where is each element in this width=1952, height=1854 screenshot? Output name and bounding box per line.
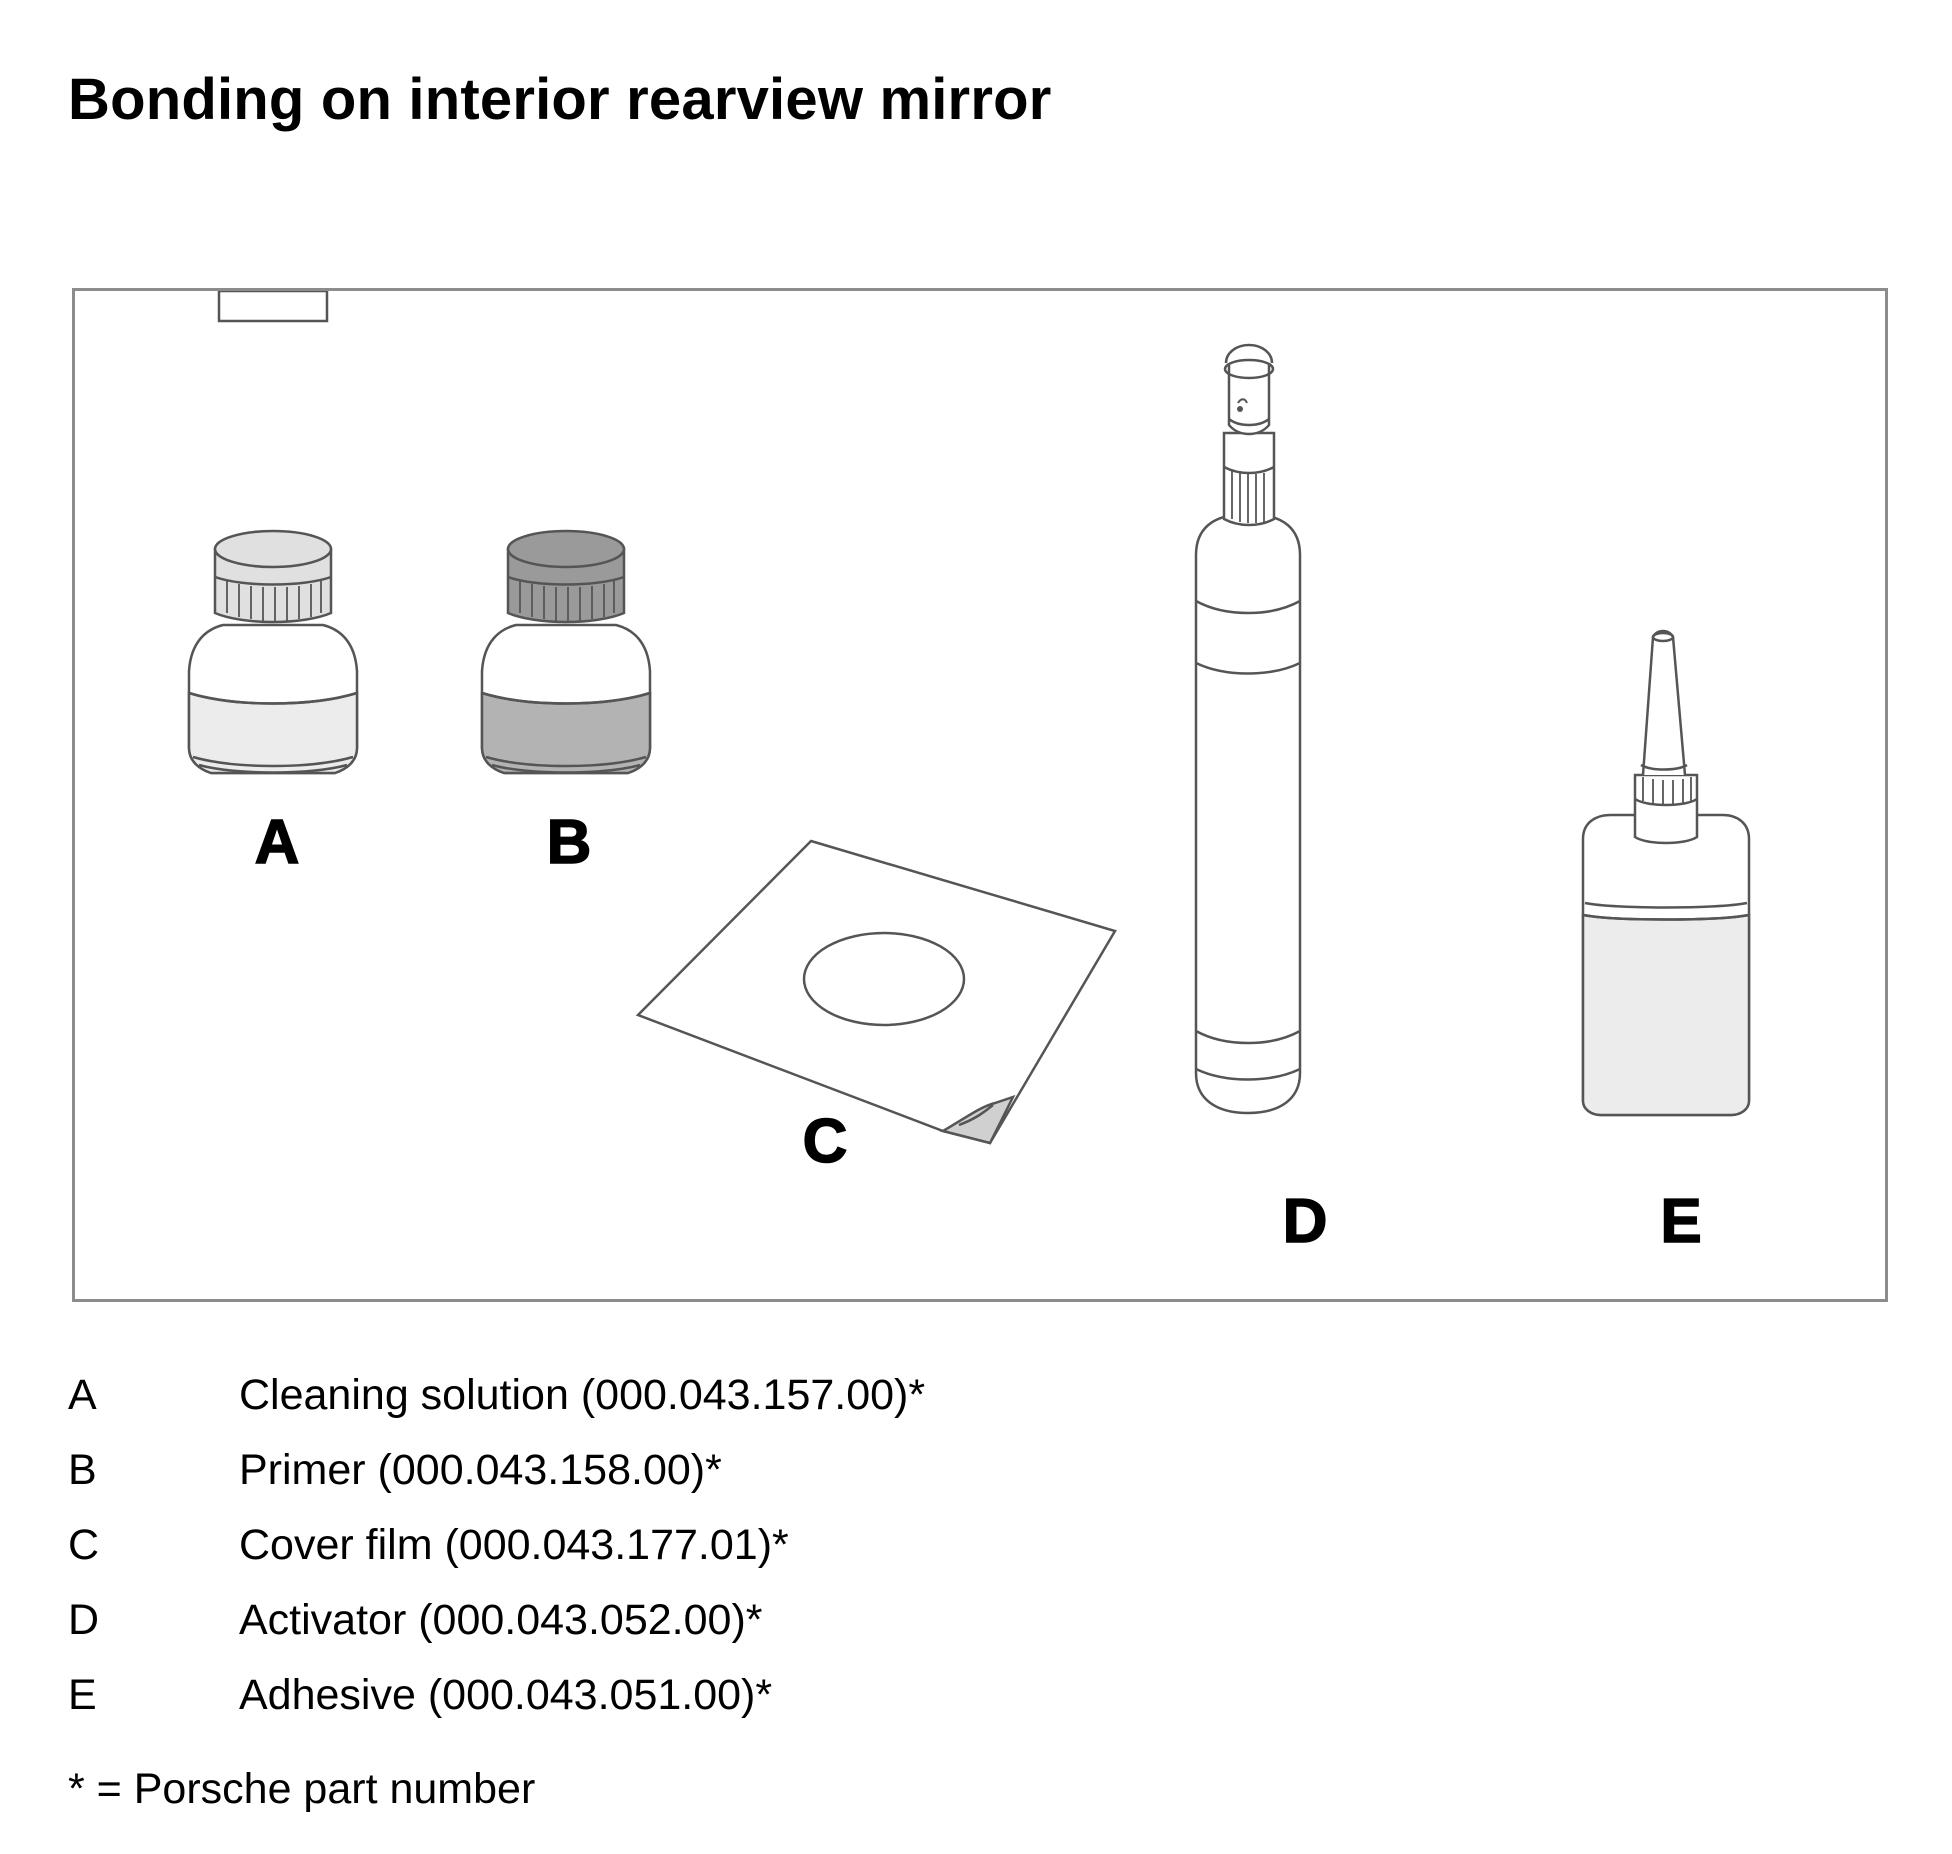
legend-key: E [68, 1671, 97, 1719]
legend-description: Adhesive (000.043.051.00)* [239, 1671, 773, 1719]
label-a: A [255, 808, 300, 877]
label-d: D [1283, 1187, 1328, 1256]
legend-description: Primer (000.043.158.00)* [239, 1446, 722, 1494]
legend-row-d: D Activator (000.043.052.00)* [68, 1583, 1268, 1658]
legend-row-b: B Primer (000.043.158.00)* [68, 1433, 1268, 1508]
cleaning-solution-bottle-icon [187, 291, 359, 775]
legend-key: C [68, 1521, 100, 1569]
parts-legend: A Cleaning solution (000.043.157.00)* B … [68, 1358, 1268, 1733]
parts-illustration-svg: A B C D E [187, 291, 1751, 1257]
primer-bottle-icon [480, 529, 652, 775]
legend-description: Activator (000.043.052.00)* [239, 1596, 763, 1644]
page-title: Bonding on interior rearview mirror [68, 67, 1052, 132]
adhesive-bottle-icon [1581, 629, 1751, 1117]
legend-description: Cleaning solution (000.043.157.00)* [239, 1371, 926, 1419]
legend-row-c: C Cover film (000.043.177.01)* [68, 1508, 1268, 1583]
legend-description: Cover film (000.043.177.01)* [239, 1521, 789, 1569]
parts-illustration: A B C D E [72, 288, 1888, 1302]
label-b: B [547, 808, 592, 877]
footnote: * = Porsche part number [68, 1765, 536, 1813]
legend-key: D [68, 1596, 100, 1644]
legend-key: B [68, 1446, 97, 1494]
label-c: C [803, 1107, 848, 1176]
activator-spray-bottle-icon [1194, 343, 1302, 1115]
legend-key: A [68, 1371, 97, 1419]
cover-film-icon [635, 839, 1117, 1145]
legend-row-e: E Adhesive (000.043.051.00)* [68, 1658, 1268, 1733]
label-e: E [1660, 1187, 1701, 1256]
legend-row-a: A Cleaning solution (000.043.157.00)* [68, 1358, 1268, 1433]
